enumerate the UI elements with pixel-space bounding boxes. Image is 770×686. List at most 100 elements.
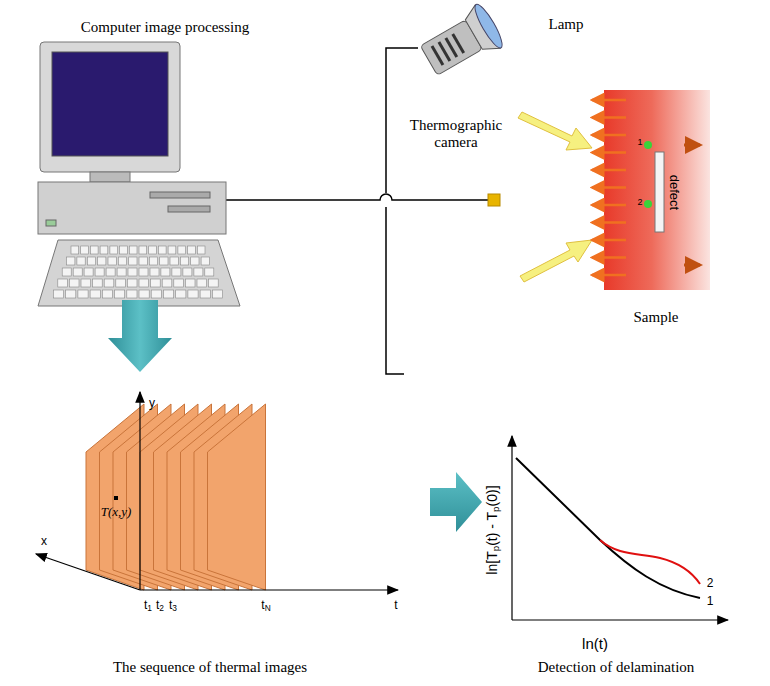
key	[67, 257, 75, 265]
caption-label: Computer image processing	[81, 19, 249, 36]
heat-arrow	[592, 99, 626, 102]
key	[183, 268, 192, 276]
key	[168, 246, 176, 254]
key	[73, 268, 82, 276]
heat-arrow	[592, 204, 626, 207]
key	[116, 279, 126, 287]
key	[209, 279, 219, 287]
key	[71, 246, 79, 254]
key	[98, 257, 106, 265]
thermal-frame	[208, 404, 266, 590]
key	[58, 279, 68, 287]
key	[194, 268, 203, 276]
key	[188, 290, 198, 298]
sample	[604, 90, 710, 290]
axis-label: t	[394, 599, 397, 613]
caption-label: The sequence of thermal images	[113, 659, 307, 676]
axis-label: ln[Tp(t) - Tp(0)]	[484, 485, 500, 574]
thermal-frames	[86, 404, 266, 590]
axis-label: y	[149, 397, 155, 411]
key	[129, 246, 137, 254]
key	[197, 279, 207, 287]
key	[127, 290, 137, 298]
key	[104, 279, 114, 287]
curve-number: 2	[707, 577, 714, 591]
key	[77, 257, 85, 265]
heat-arrow	[592, 256, 626, 259]
part-label: defect	[667, 174, 682, 209]
key	[161, 268, 170, 276]
key	[106, 268, 115, 276]
key	[66, 290, 76, 298]
caption-label: Detection of delamination	[538, 659, 695, 676]
key	[180, 257, 188, 265]
time-label: t2	[156, 599, 164, 613]
key	[69, 279, 79, 287]
key	[117, 268, 126, 276]
key	[158, 246, 166, 254]
key	[151, 279, 161, 287]
key	[200, 290, 210, 298]
key	[197, 246, 205, 254]
heat-arrow	[592, 116, 626, 119]
key	[100, 246, 108, 254]
key	[120, 246, 128, 254]
heat-arrows	[592, 100, 626, 275]
key	[139, 257, 147, 265]
key	[139, 268, 148, 276]
computer	[38, 42, 240, 306]
key	[128, 268, 137, 276]
part-label: Sample	[634, 309, 679, 326]
key	[81, 246, 89, 254]
key	[176, 290, 186, 298]
key	[205, 268, 214, 276]
curve-2	[600, 540, 700, 584]
key	[127, 279, 137, 287]
flow-arrow	[430, 472, 482, 532]
heat-arrow	[592, 274, 626, 277]
key	[139, 279, 149, 287]
lamp-icon	[416, 1, 506, 82]
key	[149, 257, 157, 265]
part-label: Lamp	[549, 16, 584, 33]
key	[115, 290, 125, 298]
key	[118, 257, 126, 265]
key	[178, 246, 186, 254]
key	[53, 290, 63, 298]
part-label: Thermographic camera	[396, 117, 516, 152]
key	[150, 268, 159, 276]
time-label: t1	[144, 599, 152, 613]
heat-arrow	[592, 134, 626, 137]
key	[62, 268, 71, 276]
key	[212, 290, 222, 298]
defect-arrows	[684, 145, 700, 265]
key	[87, 257, 95, 265]
pixel-label: T(x,y)	[101, 505, 132, 520]
key	[84, 268, 93, 276]
key	[191, 257, 199, 265]
key	[95, 268, 104, 276]
curve-1	[516, 458, 700, 598]
time-label: tN	[261, 599, 270, 613]
time-label: t3	[169, 599, 177, 613]
key	[149, 246, 157, 254]
camera-icon	[488, 194, 500, 206]
stack-axes	[36, 392, 398, 590]
key	[90, 246, 98, 254]
key	[160, 257, 168, 265]
curve-number: 1	[707, 595, 714, 609]
key	[81, 279, 91, 287]
key	[174, 279, 184, 287]
key	[185, 279, 195, 287]
heat-arrow	[592, 186, 626, 189]
key	[139, 246, 147, 254]
key	[102, 290, 112, 298]
callout-number: 1	[637, 137, 642, 147]
callout-number: 2	[637, 197, 642, 207]
key	[170, 257, 178, 265]
flow-arrow	[108, 300, 172, 372]
key	[93, 279, 103, 287]
heat-arrow	[592, 169, 626, 172]
